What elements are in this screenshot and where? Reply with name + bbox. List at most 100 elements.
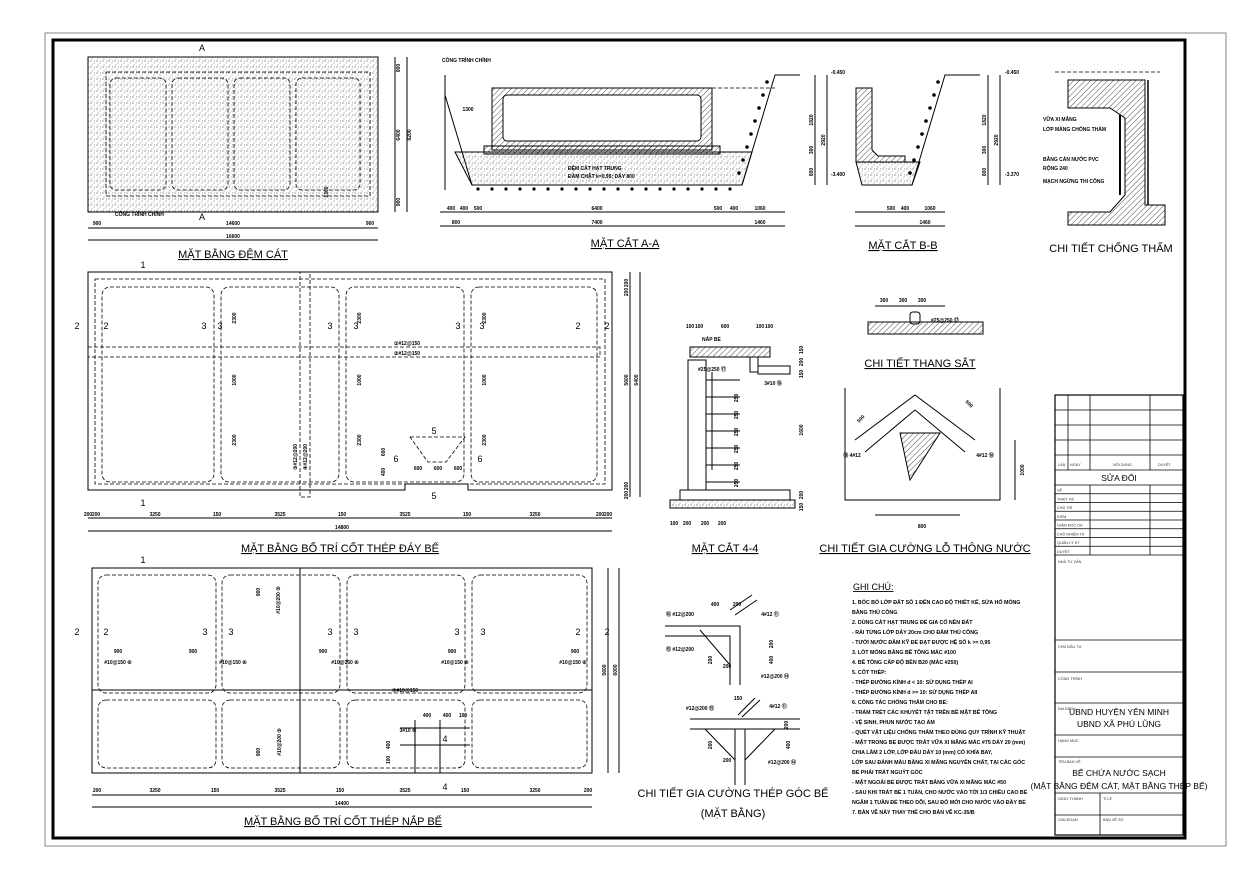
section-marker: 2 xyxy=(604,627,609,637)
dimension-label: 4#12 ⑱ xyxy=(976,452,994,459)
dimension-label: 900 xyxy=(114,649,123,655)
drawing-name: BỂ CHỨA NƯỚC SẠCH xyxy=(1072,767,1166,778)
dimension-label: 900 xyxy=(189,649,198,655)
dimension-label: 250 xyxy=(734,394,740,403)
dimension-label: 6400 xyxy=(634,374,640,385)
waterproofing-detail: VỮA XI MĂNG LỚP MÀNG CHỐNG THẤM BĂNG CẢN… xyxy=(1043,71,1173,255)
role-label: QUẢN LÝ KT xyxy=(1057,540,1080,545)
stone-mark xyxy=(749,132,753,136)
note-line: 1. BÓC BỎ LỚP ĐẤT SỐ 1 ĐẾN CAO ĐỘ THIẾT … xyxy=(852,598,1020,606)
section-marker: 3 xyxy=(327,627,332,637)
dimension-label: 300 xyxy=(899,298,908,304)
stone-mark xyxy=(532,187,536,191)
stone-mark xyxy=(504,187,508,191)
dimension-label: 900 xyxy=(256,588,262,597)
dimension-label: 500 xyxy=(964,399,974,409)
dimension-label: 1000 xyxy=(232,374,238,385)
dimension-label: 400 xyxy=(460,206,469,212)
stone-mark xyxy=(745,145,749,149)
stone-mark xyxy=(476,187,480,191)
waterproof-title: CHI TIẾT CHỐNG THẤM xyxy=(1049,241,1172,255)
stone-mark xyxy=(932,93,936,97)
dimension-label: 300 xyxy=(880,298,889,304)
note-line: - MẶT TRONG BỂ ĐƯỢC TRÁT VỮA XI MĂNG MÁC… xyxy=(852,739,1025,746)
location-label: ĐỊA ĐIỂM: xyxy=(1058,706,1076,711)
dimension-label: 150 xyxy=(213,512,222,518)
stone-mark xyxy=(630,187,634,191)
dimension-label: #10@200 ⑤ xyxy=(277,728,283,756)
rev-header: NGÀY xyxy=(1070,463,1081,467)
dimension-label: 3525 xyxy=(274,788,285,794)
dimension-label: 250 xyxy=(734,428,740,437)
section-marker: 2 xyxy=(103,627,108,637)
lid-label: NẮP BỂ xyxy=(702,335,721,343)
note-line: - SAU KHI TRÁT BỂ 1 TUẦN, CHO NƯỚC VÀO T… xyxy=(852,788,1028,796)
sand-note-2: ĐẦM CHẶT k=0,95; DÀY 800 xyxy=(568,173,635,180)
dimension-label: 6000 xyxy=(613,664,619,675)
sand-plan-title: MẶT BẰNG ĐỆM CÁT xyxy=(178,248,288,261)
section-marker: 3 xyxy=(327,321,332,331)
dimension-label: 900 xyxy=(256,748,262,757)
dimension-label: 1000 xyxy=(357,374,363,385)
rebar-label: ⑦#10@150 xyxy=(392,688,418,694)
section-marker: 2 xyxy=(74,627,79,637)
stone-mark xyxy=(920,132,924,136)
dimension-label: 14600 xyxy=(226,221,240,227)
stone-mark xyxy=(714,187,718,191)
role-label: DUYỆT xyxy=(1057,549,1071,554)
section-aa-title: MẶT CẮT A-A xyxy=(591,237,660,250)
title-block: LẦN NGÀY NỘI DUNG DUYỆT SỬA ĐỔI VẼTHIẾT … xyxy=(1031,394,1208,836)
dimension-label: #12@200 ⑭ xyxy=(768,759,796,766)
dimension-label: #10@150 ⑥ xyxy=(331,660,359,666)
dimension-label: 100 xyxy=(459,713,468,719)
note-line: NGÂM 1 TUẦN ĐỂ THEO DÕI, SAU ĐÓ MỚI CHO … xyxy=(852,798,1026,806)
dimension-label: 200 xyxy=(624,279,630,288)
dimension-label: 1000 xyxy=(1020,464,1026,475)
dimension-label: 200 xyxy=(604,512,613,518)
role-label: GIÁM ĐỐC DA xyxy=(1057,523,1083,528)
dimension-label: 200 xyxy=(708,656,714,665)
dimension-label: 100 xyxy=(670,521,679,527)
dimension-label: 250 xyxy=(734,479,740,488)
dimension-label: 150 xyxy=(463,512,472,518)
note-line: BỂ PHẢI TRÁT NGUÝT GÓC xyxy=(852,768,923,776)
corner-subtitle: (MẶT BẰNG) xyxy=(701,807,766,820)
dimension-label: 100 xyxy=(386,756,392,765)
dimension-label: 150 xyxy=(734,696,743,702)
note-line: 4. BÊ TÔNG CẤP ĐỘ BỀN B20 (MÁC #250) xyxy=(852,658,958,666)
revision-label: SỬA ĐỔI xyxy=(1101,472,1137,483)
dimension-label: 3525 xyxy=(274,512,285,518)
note-line: - TƯỚI NƯỚC ĐẦM KỸ ĐỂ ĐẠT ĐƯỢC HỆ SỐ k >… xyxy=(852,638,990,646)
dimension-label: 1300 xyxy=(462,107,473,113)
vent-hole-title: CHI TIẾT GIA CƯỜNG LỖ THÔNG NƯỚC xyxy=(819,542,1030,555)
stone-mark xyxy=(546,187,550,191)
rebar-label: ②#12@150 xyxy=(394,351,420,357)
drawing-name-label: TÊN BẢN VẼ: xyxy=(1058,759,1082,764)
section-marker: 3 xyxy=(353,627,358,637)
note-line: - MẶT NGOÀI BỂ ĐƯỢC TRÁT BẰNG VỮA XI MĂN… xyxy=(852,778,1006,786)
stone-mark xyxy=(936,80,940,84)
dimension-label: 200 xyxy=(723,758,732,764)
note-line: 5. CỐT THÉP: xyxy=(852,668,887,676)
dimension-label: 3#10 ⑧ xyxy=(400,728,418,734)
dimension-label: 200 xyxy=(624,482,630,491)
ladder-title: CHI TIẾT THANG SẮT xyxy=(864,357,976,370)
section-marker: 4 xyxy=(442,734,447,744)
stone-mark xyxy=(602,187,606,191)
corner-detail: CHI TIẾT GIA CƯỜNG THÉP GÓC BỂ (MẶT BẰNG… xyxy=(638,594,829,820)
section-marker: 3 xyxy=(217,321,222,331)
consultant-label: NHÀ TƯ VẤN xyxy=(1058,560,1082,564)
project-label: CÔNG TRÌNH xyxy=(1058,676,1082,681)
section-marker: 2 xyxy=(575,321,580,331)
section-marker: 1 xyxy=(140,498,145,508)
dimension-label: 150 xyxy=(799,503,805,512)
role-label: THIẾT KẾ xyxy=(1057,496,1074,501)
main-building-label: CÔNG TRÌNH CHÍNH xyxy=(442,56,491,64)
notes: GHI CHÚ: 1. BÓC BỎ LỚP ĐẤT SỐ 1 ĐẾN CAO … xyxy=(852,582,1028,816)
dimension-label: 2300 xyxy=(482,434,488,445)
dimension-label: 1460 xyxy=(919,220,930,226)
dimension-label: #12@200 ⑭ xyxy=(761,673,789,680)
section-marker: 3 xyxy=(480,627,485,637)
